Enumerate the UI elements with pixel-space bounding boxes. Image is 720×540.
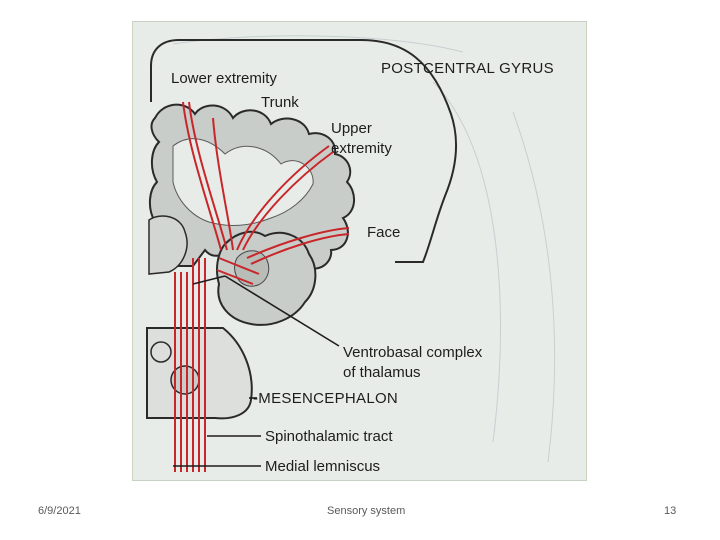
face-tract (246, 227, 350, 259)
aqueduct-circle (150, 341, 172, 363)
ventrobasal-leader-2 (192, 275, 226, 285)
postcentral-gyrus-label: POSTCENTRAL GYRUS (381, 60, 554, 77)
ventrobasal-label-line2: of thalamus (343, 364, 421, 381)
leader-lines (173, 275, 340, 467)
trunk-tract (212, 117, 234, 251)
trunk-label: Trunk (261, 94, 299, 111)
upper-extremity-label-line2: extremity (331, 140, 392, 157)
footer-title: Sensory system (327, 505, 406, 517)
ventrobasal-label-line1: Ventrobasal complex (343, 344, 483, 361)
spinothalamic-tract-label: Spinothalamic tract (265, 428, 393, 445)
thalamic-relay-2 (216, 269, 254, 285)
lower-extremity-label: Lower extremity (171, 70, 277, 87)
sensory-pathway-figure: POSTCENTRAL GYRUS Lower extremity Trunk … (132, 21, 587, 481)
upper-extremity-label-line1: Upper (331, 120, 372, 137)
thalamic-relay (218, 257, 260, 275)
figure-drawing (146, 35, 556, 472)
medial-lemniscus-label: Medial lemniscus (265, 458, 381, 475)
left-hemisphere-fragment (148, 215, 188, 275)
lower-extremity-tract (182, 101, 222, 251)
gyrus-bracket (150, 39, 458, 263)
upper-extremity-tract (236, 145, 330, 251)
ventrobasal-leader (224, 275, 340, 347)
face-tract-2 (250, 233, 350, 265)
mesencephalon-label: -MESENCEPHALON (253, 390, 399, 407)
lower-extremity-tract-2 (188, 101, 228, 251)
face-label: Face (367, 224, 401, 241)
tract-bundle (174, 101, 350, 472)
footer-page-number: 13 (664, 505, 677, 517)
upper-extremity-tract-2 (242, 151, 334, 251)
footer-date: 6/9/2021 (38, 505, 81, 517)
